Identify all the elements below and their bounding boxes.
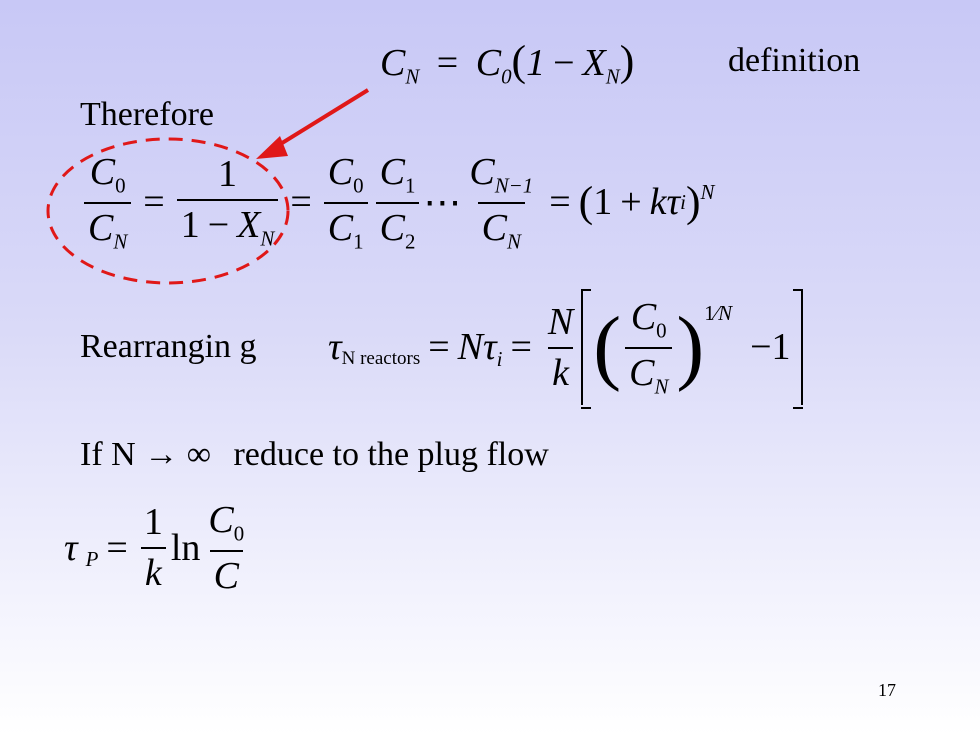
var-c: C [380,42,406,84]
var-tau: τ [328,326,342,368]
therefore-label: Therefore [80,96,215,133]
exponent-one-over-n: 1⁄N [704,300,733,325]
ellipsis: ⋯ [423,181,462,224]
arrow-right-icon: → [144,436,179,473]
var-x: X [582,42,606,84]
fraction-one-over-one-minus-x: 1 1−XN [176,152,279,252]
definition-label: definition [728,42,861,79]
minus-one: −1 [750,326,791,368]
definition-equation: CN = C0(1−XN) [380,37,635,89]
one: 1 [526,42,546,84]
fraction-one-over-k: 1 k [140,500,167,595]
arrow-shaft [272,88,370,150]
dashed-highlight-circle [46,137,290,285]
fraction-c1-over-c2: C1 C2 [375,150,420,254]
sub-n: N [405,64,420,89]
limit-statement: If N → ∞ reduce to the plug flow [80,436,549,473]
fraction-n-over-k: N k [547,300,574,394]
fraction-cn-minus-1-over-cn: CN−1 CN [469,151,534,254]
arrow-head-icon [256,136,288,159]
infinity-symbol: ∞ [186,436,211,473]
sub-n: N [605,64,620,89]
fraction-c0-over-c: C0 C [208,499,245,597]
var-c0: C [475,42,502,84]
sub-0: 0 [501,64,512,89]
rearranging-label: Rearrangin g [80,328,257,365]
page-number: 17 [878,680,896,700]
fraction-c0-over-c1: C0 C1 [323,150,368,254]
fraction-c0-over-cn: C0 CN [84,150,132,254]
ln-operator: ln [170,526,201,569]
series-equation: C0 CN = 1 1−XN = C0 C1 C1 C2 ⋯ CN−1 CN =… [80,150,714,254]
equals-sign: = [436,42,459,84]
bracket-group: ( C0 CN ) 1⁄N −1 [581,288,803,410]
fraction-c0-over-cn-inner: C0 CN [625,295,673,399]
sub-n-reactors: N reactors [341,348,421,369]
